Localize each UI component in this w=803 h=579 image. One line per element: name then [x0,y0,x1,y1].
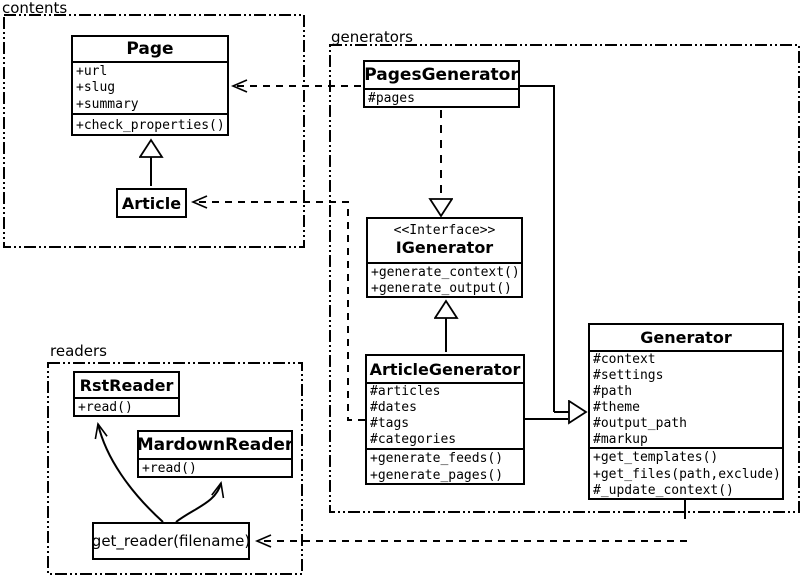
uml-method: +generate_pages() [370,468,504,483]
uml-attribute: #theme [593,400,640,415]
edge-getreader-to-mardownreader [175,481,225,523]
uml-method: +get_files(path,exclude) [593,466,781,482]
uml-attribute: #context [593,352,656,367]
uml-attribute: +url [76,63,108,79]
class-articlegenerator: ArticleGenerator #articles #dates #tags … [365,354,525,485]
class-pagesgenerator-title: PagesGenerator [365,65,518,85]
package-generators-border [329,44,800,513]
class-generator: Generator #context #settings #path #them… [588,323,784,500]
package-contents-label: contents [2,0,68,17]
class-generator-title: Generator [640,328,732,347]
uml-method: +read() [142,461,197,476]
class-igenerator-header: <<Interface>> IGenerator [368,219,521,262]
class-pagesgenerator-attributes: #pages [365,88,518,108]
class-pagesgenerator: PagesGenerator #pages [363,60,520,108]
uml-attribute: #categories [370,432,457,447]
class-page-attributes: +url +slug +summary [73,61,227,113]
uml-method: +get_templates() [593,449,719,465]
edge-getreader-to-rstreader [94,422,164,523]
package-readers-border [47,362,303,575]
edge-pagesgenerator-extends-generator [520,85,555,412]
class-articlegenerator-title: ArticleGenerator [369,359,521,379]
edge-articlegenerator-uses-article [190,195,365,421]
class-mardownreader-methods: +read() [139,458,291,478]
uml-attribute: #path [593,384,633,399]
class-page-methods: +check_properties() [73,113,227,136]
class-igenerator-stereotype: <<Interface>> [393,223,496,238]
class-articlegenerator-methods: +generate_feeds() +generate_pages() [367,448,523,485]
uml-method: +read() [78,400,133,415]
uml-method: +generate_feeds() [370,451,504,466]
uml-attribute: #tags [370,416,410,431]
uml-method: +generate_context() [371,264,520,280]
class-igenerator: <<Interface>> IGenerator +generate_conte… [366,217,523,298]
package-generators-label: generators [331,28,413,46]
package-readers-label: readers [50,342,107,360]
uml-method: +check_properties() [76,117,225,133]
uml-method: +generate_output() [371,281,512,297]
function-get-reader: get_reader(filename) [92,522,250,560]
class-mardownreader: MardownReader +read() [137,430,293,478]
uml-attribute: #articles [370,384,441,399]
class-page-title: Page [126,39,174,59]
uml-attribute: +summary [76,96,139,112]
uml-attribute: #output_path [593,416,687,431]
function-get-reader-label: get_reader(filename) [91,532,251,550]
class-generator-attributes: #context #settings #path #theme #output_… [590,350,782,447]
uml-attribute: #settings [593,368,664,383]
class-rstreader-methods: +read() [75,397,178,417]
uml-attribute: #dates [370,400,417,415]
uml-attribute: #pages [368,91,415,106]
class-article-title: Article [121,193,182,213]
class-igenerator-title: IGenerator [395,238,494,257]
class-generator-methods: +get_templates() +get_files(path,exclude… [590,447,782,500]
class-page: Page +url +slug +summary +check_properti… [71,35,229,136]
uml-method: #_update_context() [593,483,734,499]
uml-attribute: #markup [593,432,648,447]
class-igenerator-methods: +generate_context() +generate_output() [368,262,521,298]
class-articlegenerator-attributes: #articles #dates #tags #categories [367,382,523,448]
uml-attribute: +slug [76,80,116,95]
class-mardownreader-title: MardownReader [139,435,291,455]
class-rstreader-title: RstReader [79,375,174,395]
package-contents-border [3,14,305,248]
class-article: Article [116,188,187,218]
class-rstreader: RstReader +read() [73,371,180,417]
